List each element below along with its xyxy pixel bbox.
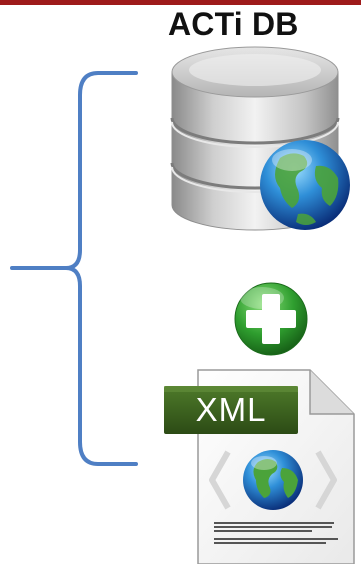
top-accent-bar: [0, 0, 361, 5]
xml-badge-label: XML: [195, 391, 267, 428]
xml-document-icon: [164, 369, 355, 564]
xml-badge: [164, 386, 298, 434]
curly-brace: [10, 71, 138, 466]
globe-icon: [260, 140, 350, 230]
diagram-title: ACTi DB: [168, 6, 299, 42]
plus-icon: [234, 282, 308, 356]
